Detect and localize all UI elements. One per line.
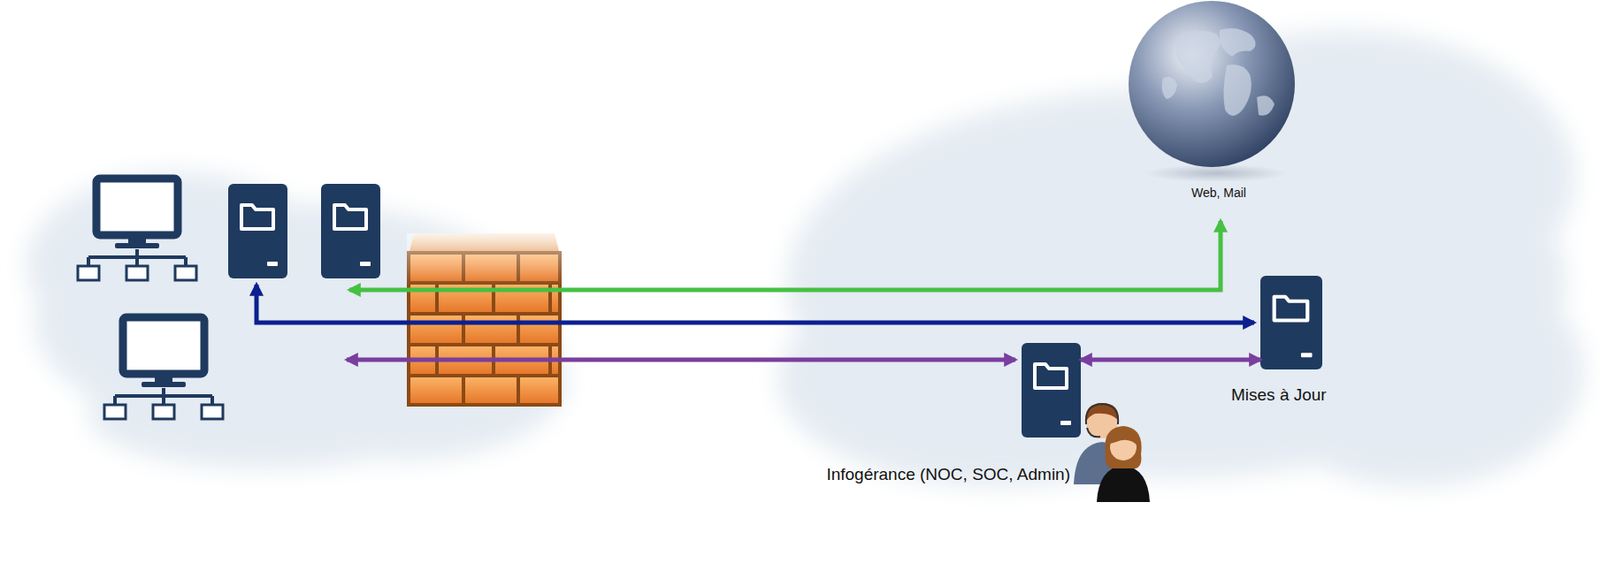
globe-shape (1127, 0, 1296, 169)
computer-network-icon (77, 178, 197, 281)
server-shape (1260, 275, 1323, 370)
management-flow-arrow (346, 358, 1016, 363)
connector-arrow (1080, 358, 1261, 363)
server-node: Infogérance (NOC, SOC, Admin) (1021, 343, 1081, 438)
internet-globe: Web, Mail (1127, 0, 1296, 169)
computer-network-icon (104, 317, 223, 420)
update-flow-arrow (256, 284, 1255, 323)
node-label: Mises à Jour (1231, 385, 1327, 406)
server-shape (1021, 343, 1081, 438)
node-label: Web, Mail (1191, 185, 1247, 200)
web-mail-flow-arrow (349, 221, 1221, 291)
operators-icon (1073, 403, 1150, 503)
server-icon (228, 183, 288, 279)
globe-shadow (1145, 164, 1287, 183)
firewall-icon (406, 233, 562, 407)
node-label: Infogérance (NOC, SOC, Admin) (826, 465, 1071, 485)
server-node: Mises à Jour (1260, 275, 1323, 370)
server-icon (321, 183, 381, 279)
